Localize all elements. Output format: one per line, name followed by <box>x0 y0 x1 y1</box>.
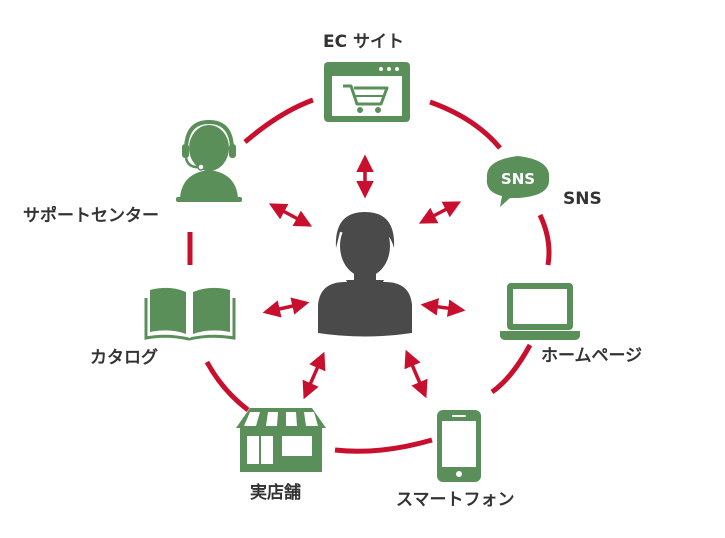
ring-arc-smartphone-store <box>334 437 433 454</box>
arrow-support <box>268 203 313 227</box>
speech-bubble-icon: SNS <box>486 156 550 207</box>
storefront-icon <box>236 408 326 472</box>
arrow-group <box>262 154 466 400</box>
sns-badge-text: SNS <box>501 170 535 188</box>
ring-arc-sns-homepage <box>537 213 552 266</box>
label-sns: SNS <box>563 189 602 209</box>
arrow-homepage <box>420 298 466 317</box>
label-support: サポートセンター <box>23 206 159 226</box>
label-smartphone: スマートフォン <box>396 490 515 510</box>
smartphone-icon <box>437 410 481 482</box>
ring-arc-homepage-smartphone <box>490 343 533 395</box>
ring-arc-ec-sns <box>429 99 502 150</box>
connection-ring <box>187 97 552 454</box>
shopping-cart-icon <box>324 62 410 122</box>
arrow-sns <box>418 201 462 224</box>
arrow-smartphone <box>404 349 428 399</box>
open-book-icon <box>144 287 236 341</box>
arrow-store <box>302 351 326 400</box>
person-icon <box>318 212 412 337</box>
headset-operator-icon <box>176 119 242 202</box>
arrow-catalog <box>262 297 310 318</box>
ring-arc-store-catalog <box>204 360 250 412</box>
label-catalog: カタログ <box>90 348 158 368</box>
label-ec-site: EC サイト <box>323 32 405 52</box>
label-homepage: ホームページ <box>541 346 643 366</box>
label-store: 実店舗 <box>250 483 301 503</box>
laptop-icon <box>500 283 580 340</box>
ring-arc-support-ec <box>243 97 314 144</box>
